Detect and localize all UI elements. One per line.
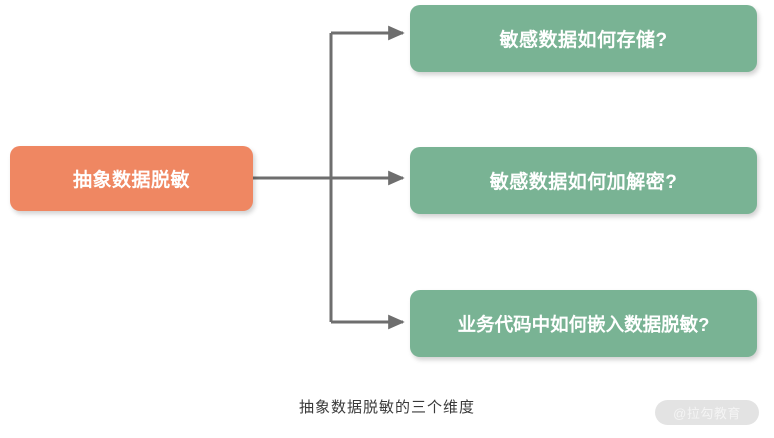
watermark: @拉勾教育 — [655, 400, 759, 425]
node-root-label: 抽象数据脱敏 — [72, 170, 190, 191]
node-root: 抽象数据脱敏 — [10, 146, 253, 211]
node-leaf-storage: 敏感数据如何存储? — [410, 5, 757, 72]
node-leaf-storage-label: 敏感数据如何存储? — [499, 30, 668, 51]
node-leaf-encryption: 敏感数据如何加解密? — [410, 147, 757, 214]
diagram-caption: 抽象数据脱敏的三个维度 — [298, 399, 475, 416]
node-leaf-business-code-label: 业务代码中如何嵌入数据脱敏? — [457, 313, 710, 335]
node-leaf-encryption-label: 敏感数据如何加解密? — [489, 172, 678, 193]
node-leaf-business-code: 业务代码中如何嵌入数据脱敏? — [410, 290, 757, 357]
